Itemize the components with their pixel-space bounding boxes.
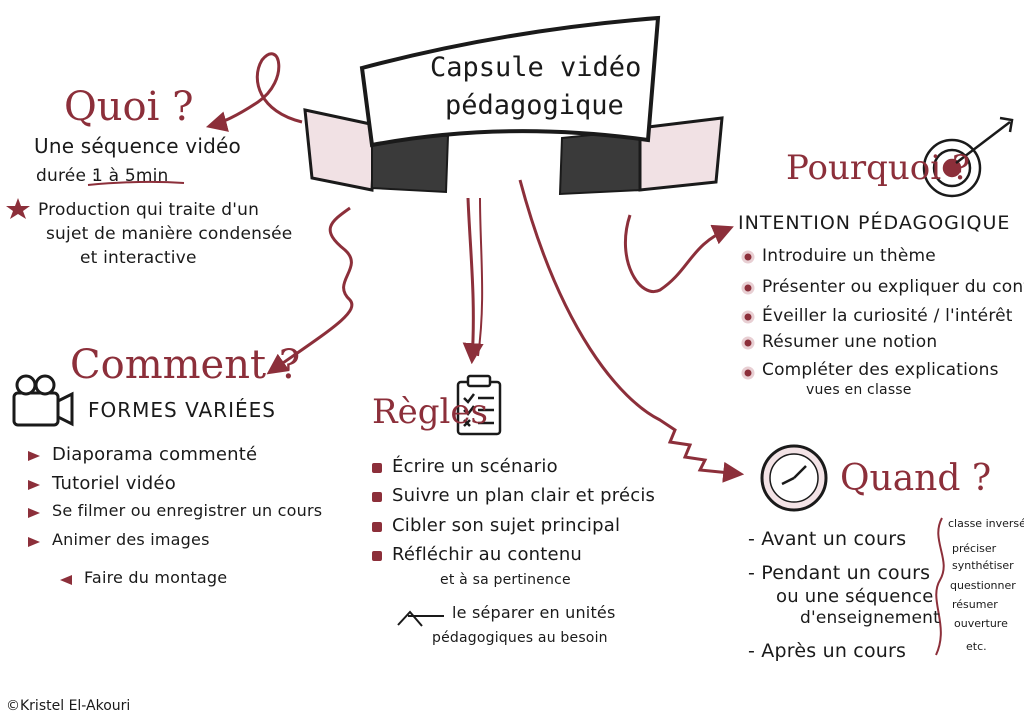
quoi-loop-arrow [205, 52, 303, 132]
regles-arrow [462, 197, 484, 365]
duree-underline [87, 180, 185, 186]
regles-item-2: Suivre un plan clair et précis [392, 485, 656, 506]
quand-heading: Quand ? [840, 458, 992, 499]
pourquoi-bullet-5 [741, 366, 755, 380]
regles-item-4: Réfléchir au contenu [392, 544, 583, 565]
pourquoi-item-5: Compléter des explications [762, 360, 999, 380]
production-line-1: Production qui traite d'un [38, 200, 260, 220]
pourquoi-bullet-4 [741, 336, 755, 350]
quand-pendant-3: d'enseignement [800, 608, 941, 628]
regles-bullet-3 [372, 522, 382, 532]
comment-bullet-4 [28, 537, 40, 547]
comment-item-1: Diaporama commenté [52, 444, 258, 465]
regles-note-line-1: le séparer en unités [452, 603, 616, 622]
pourquoi-bullet-1 [741, 250, 755, 264]
checklist-icon [456, 374, 502, 436]
quand-arrow [518, 179, 745, 483]
quand-bracket [935, 517, 945, 656]
regles-item-3: Cibler son sujet principal [392, 515, 621, 536]
comment-bullet-3 [28, 508, 40, 518]
quand-side-4: questionner [950, 579, 1016, 592]
comment-item-2: Tutoriel vidéo [52, 473, 176, 494]
comment-item-4: Animer des images [52, 530, 210, 549]
camera-icon [12, 374, 74, 427]
quand-apres: - Après un cours [748, 640, 907, 662]
quand-pendant-1: - Pendant un cours [748, 562, 931, 584]
quoi-line-1: Une séquence vidéo [34, 134, 241, 158]
pourquoi-item-4: Résumer une notion [762, 332, 938, 352]
title-banner [303, 15, 724, 196]
production-line-2: sujet de manière condensée [46, 224, 293, 244]
quand-side-2: préciser [952, 542, 997, 555]
pourquoi-item-1: Introduire un thème [762, 246, 936, 266]
title-line-2: pédagogique [445, 90, 624, 121]
pourquoi-heading: Pourquoi ? [786, 148, 971, 188]
production-line-3: et interactive [80, 248, 197, 268]
title-line-1: Capsule vidéo [430, 52, 642, 83]
credit: ©Kristel El-Akouri [6, 698, 131, 714]
regles-bullet-2 [372, 492, 382, 502]
comment-subitem: Faire du montage [84, 568, 228, 587]
pourquoi-arrow [624, 214, 734, 294]
pourquoi-item-5-cont: vues en classe [806, 382, 912, 398]
regles-heading: Règles [372, 392, 488, 432]
regles-bullet-4 [372, 551, 382, 561]
pourquoi-item-3: Éveiller la curiosité / l'intérêt [762, 306, 1013, 326]
quand-side-3: synthétiser [952, 559, 1014, 572]
comment-bullet-1 [28, 451, 40, 461]
regles-bullet-1 [372, 463, 382, 473]
pourquoi-bullet-2 [741, 281, 755, 295]
clock-icon [760, 444, 828, 512]
star-icon [6, 198, 30, 219]
regles-note-line-2: pédagogiques au besoin [432, 630, 608, 646]
quand-side-6: ouverture [954, 617, 1008, 630]
duree-label: durée : [36, 166, 98, 186]
quoi-heading: Quoi ? [64, 84, 194, 130]
quand-avant: - Avant un cours [748, 528, 907, 550]
comment-heading: Comment ? [70, 342, 301, 388]
pourquoi-subheading: INTENTION PÉDAGOGIQUE [738, 212, 1011, 234]
comment-arrow [266, 206, 354, 375]
target-icon [922, 116, 1014, 198]
comment-subheading: FORMES VARIÉES [88, 398, 276, 422]
regles-note-arrow [397, 610, 444, 627]
comment-bullet-5 [60, 575, 72, 585]
comment-bullet-2 [28, 480, 40, 490]
pourquoi-item-2: Présenter ou expliquer du contenu [762, 277, 1024, 297]
duree-value: 1 à 5min [92, 166, 169, 186]
quand-side-1: classe inversée [948, 517, 1024, 530]
quand-side-7: etc. [966, 640, 987, 653]
comment-item-3: Se filmer ou enregistrer un cours [52, 501, 323, 520]
quand-pendant-2: ou une séquence [776, 586, 934, 607]
pourquoi-bullet-3 [741, 310, 755, 324]
regles-item-1: Écrire un scénario [392, 456, 558, 477]
regles-item-4-cont: et à sa pertinence [440, 572, 571, 588]
quand-side-5: résumer [952, 598, 998, 611]
